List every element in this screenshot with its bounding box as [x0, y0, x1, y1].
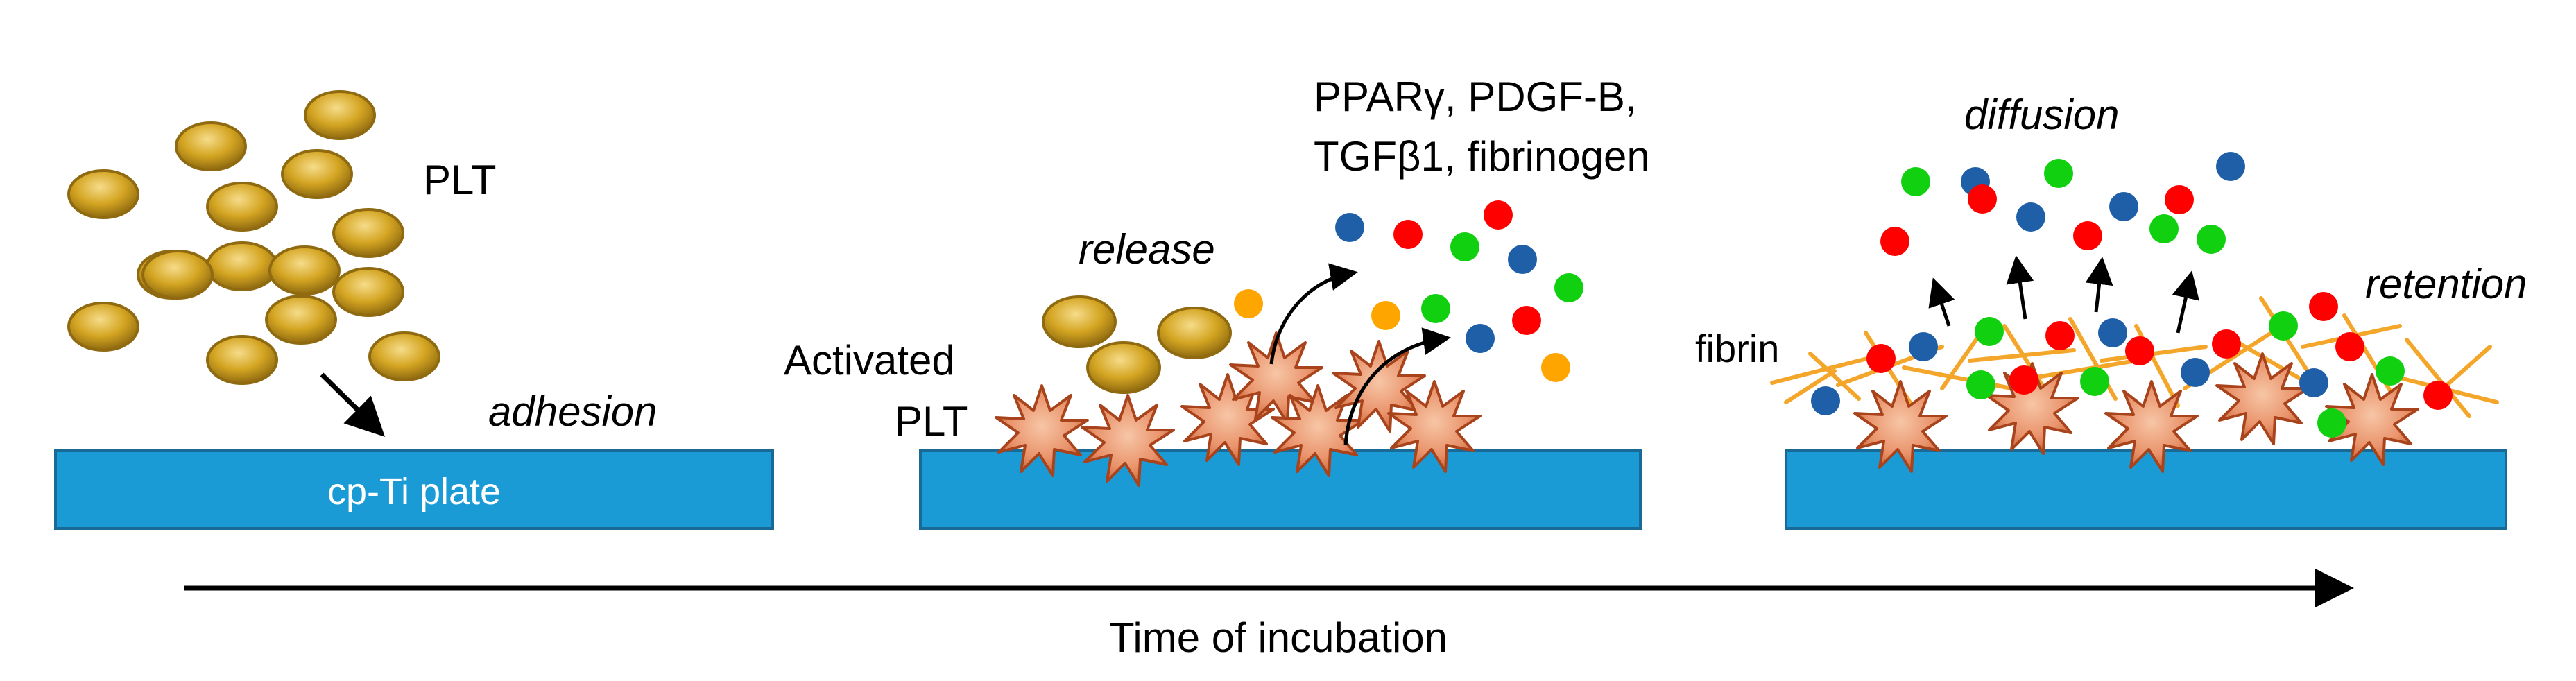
factor-dot-red — [1968, 184, 1997, 214]
factor-dot-green — [2197, 225, 2226, 254]
diffusion-arrows — [1928, 255, 2199, 334]
factor-dot-green — [2317, 408, 2346, 438]
adhesion-label: adhesion — [488, 388, 658, 435]
factor-dot-green — [1421, 294, 1450, 323]
factor-dot-blue — [1909, 332, 1938, 361]
fibrin-strand — [2030, 359, 2138, 380]
factor-dot-red — [2009, 365, 2038, 395]
factor-dot-green — [1901, 167, 1930, 196]
factor-dot-red — [2125, 336, 2154, 365]
factors-label-line2: TGFβ1, fibrinogen — [1314, 133, 1650, 180]
release-stage: release Activated PLT PPARγ, PDGF-B, TGF… — [784, 74, 1650, 530]
plate-label: cp-Ti plate — [327, 471, 501, 512]
factors-label-line1: PPARγ, PDGF-B, — [1314, 74, 1637, 120]
cp-ti-plate — [54, 449, 774, 530]
factor-dot-red — [2073, 221, 2102, 250]
factor-dot-blue — [2109, 192, 2138, 221]
factor-dot-blue — [2299, 368, 2328, 397]
factor-dot-red — [1866, 344, 1896, 373]
platelet — [304, 90, 376, 140]
platelet — [368, 331, 440, 381]
diffusion-arrow — [2172, 270, 2199, 334]
factor-dot-red — [2165, 185, 2194, 214]
platelet — [1042, 295, 1117, 348]
activated-plt-label-line2: PLT — [895, 398, 968, 445]
platelet — [281, 149, 353, 199]
platelet — [1086, 341, 1161, 394]
factor-dot-green — [2080, 367, 2109, 396]
platelet — [332, 267, 404, 317]
time-axis-label: Time of incubation — [1109, 614, 1448, 661]
factor-dot-orange — [1371, 301, 1400, 330]
fibrin-strand — [1770, 355, 1875, 385]
adhesion-arrow — [320, 372, 385, 437]
platelet — [265, 295, 337, 345]
factor-dot-blue — [1811, 386, 1840, 415]
factor-dot-blue — [2216, 152, 2245, 181]
resting-platelets — [1042, 295, 1232, 394]
platelet — [67, 169, 139, 219]
factor-dot-green — [2149, 214, 2179, 243]
platelet — [268, 245, 341, 295]
factor-dot-green — [2044, 159, 2073, 188]
factor-dot-red — [1393, 220, 1423, 249]
retained-factors — [1811, 292, 2453, 438]
fibrin-strand — [1784, 369, 1837, 404]
factor-dot-blue — [2016, 202, 2045, 232]
factor-dot-blue — [1335, 213, 1364, 242]
platelet — [206, 335, 278, 385]
adhesion-stage: PLT adhesion cp-Ti plate — [54, 90, 774, 530]
factor-dot-red — [1484, 200, 1513, 230]
factor-dot-green — [1450, 232, 1479, 261]
factor-dot-red — [2309, 292, 2338, 321]
factor-dot-red — [2045, 321, 2075, 350]
factor-dot-blue — [1466, 324, 1495, 353]
platelet — [206, 241, 278, 291]
activated-plt-label-line1: Activated — [784, 337, 955, 383]
released-factors — [1234, 200, 1583, 382]
retention-label: retention — [2365, 261, 2527, 307]
factor-dot-red — [1880, 227, 1909, 256]
platelet — [141, 250, 214, 300]
factor-dot-blue — [1508, 245, 1537, 274]
fibrin-strand — [2405, 338, 2471, 418]
platelet — [175, 121, 247, 171]
factor-dot-green — [1554, 273, 1583, 302]
time-axis: Time of incubation — [184, 569, 2354, 661]
factor-dot-red — [2335, 332, 2364, 361]
platelet — [206, 182, 278, 232]
cp-ti-plate — [1785, 449, 2507, 530]
activated-platelet — [2215, 352, 2310, 445]
plt-label: PLT — [423, 157, 497, 203]
release-label: release — [1079, 226, 1215, 273]
fibrin-strand — [1808, 352, 1861, 401]
factor-dot-red — [2212, 329, 2241, 359]
factor-dot-green — [2269, 311, 2298, 340]
diffusion-arrow — [1928, 277, 1955, 327]
platelet — [332, 208, 404, 258]
platelet — [1157, 307, 1232, 359]
diffusion-retention-stage: diffusion fibrin retention — [1695, 92, 2527, 530]
release-arrow — [1343, 327, 1451, 446]
factor-dot-green — [2376, 356, 2405, 386]
factor-dot-orange — [1234, 289, 1263, 318]
factor-dot-orange — [1541, 353, 1570, 382]
factor-dot-blue — [2181, 358, 2210, 387]
fibrin-label: fibrin — [1695, 327, 1779, 370]
diffusion-label: diffusion — [1964, 92, 2119, 138]
diffused-factors — [1880, 152, 2245, 256]
release-arrow — [1269, 263, 1358, 365]
factor-dot-red — [2423, 381, 2453, 410]
factor-dot-red — [1512, 306, 1541, 335]
diffusion-arrow — [2085, 257, 2113, 313]
factor-dot-green — [1966, 370, 1995, 399]
factor-dot-green — [1975, 317, 2004, 346]
diffusion-arrow — [2006, 255, 2034, 320]
resting-platelets — [67, 90, 440, 385]
factor-dot-blue — [2098, 318, 2127, 347]
platelet — [67, 302, 139, 352]
